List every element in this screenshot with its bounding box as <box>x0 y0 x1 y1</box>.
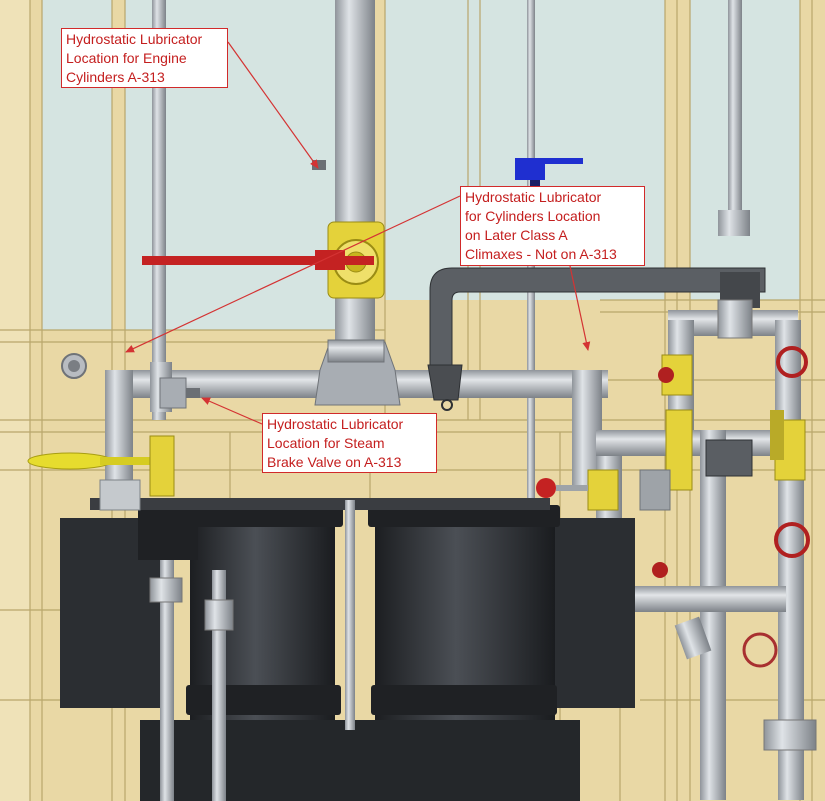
header-pipe <box>105 339 608 510</box>
lower-small-pipes <box>149 500 355 801</box>
callout-steam-brake-valve: Hydrostatic Lubricator Location for Stea… <box>262 413 437 473</box>
leader-arrow-1 <box>227 41 319 169</box>
leader-arrows <box>125 41 591 425</box>
leader-arrow-3 <box>201 397 263 425</box>
callout-later-class-a: Hydrostatic Lubricator for Cylinders Loc… <box>460 186 645 266</box>
main-steam-valve <box>142 221 385 299</box>
fittings <box>61 346 810 668</box>
callout-engine-cylinders: Hydrostatic Lubricator Location for Engi… <box>61 28 228 88</box>
yellow-lever-handle <box>27 435 175 497</box>
leader-arrow-2b <box>569 265 591 351</box>
tanks <box>60 498 635 801</box>
leader-arrow-2a <box>125 195 461 353</box>
